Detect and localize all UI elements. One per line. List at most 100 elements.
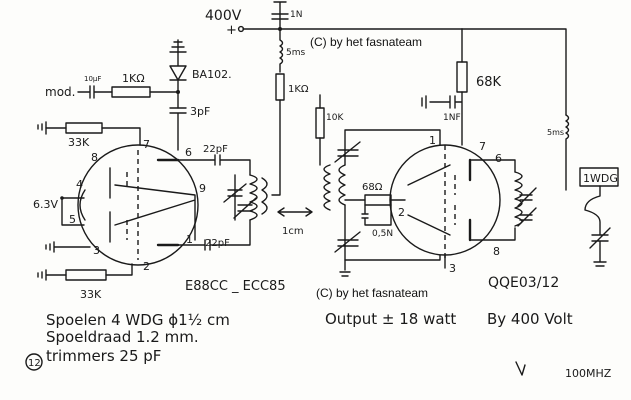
supply-voltage-label: 400V (205, 8, 242, 24)
tube-anodes (156, 158, 180, 247)
wire-to-right-choke (461, 28, 567, 116)
link-coil-left (261, 177, 268, 215)
capacitor-22pf-bottom (177, 219, 251, 251)
ground-symbol (169, 39, 187, 53)
decoupling-cap-label: 1N (290, 10, 302, 20)
mod-input-label: mod. (45, 85, 75, 99)
link-winding-box (579, 167, 619, 187)
note-coils: Spoelen 4 WDG ϕ1½ cm (46, 311, 230, 329)
output-link-trimmer (584, 185, 611, 267)
t1-pin-1: 1 (186, 233, 193, 246)
supply-plus-sign: + (226, 23, 237, 38)
capacitor-22pf-bottom-label: 22pF (205, 238, 230, 249)
choke-right-label: 5ms (547, 128, 564, 137)
right-section: 10K 68Ω 0,5N 2 1 7 6 8 3 68K 1NF (315, 61, 619, 277)
wire-to-pin7 (101, 127, 141, 146)
link-arrow (277, 207, 313, 217)
frequency-label: 100MHZ (565, 367, 612, 380)
tank-coil-right (514, 171, 523, 227)
resistor-1k-feed-label: 1KΩ (288, 84, 309, 95)
choke-left (279, 28, 284, 73)
note-trimmers: trimmers 25 pF (46, 347, 161, 365)
t1-pin-4: 4 (76, 178, 83, 191)
choke-right (565, 114, 570, 191)
t2-pin-1: 1 (429, 134, 436, 147)
note-supply: By 400 Volt (487, 310, 573, 328)
t1-pin-9: 9 (199, 182, 206, 195)
tube-e88cc-envelope (77, 144, 199, 266)
mod-cap-label: 10μF (84, 75, 101, 83)
capacitor-3pf-label: 3pF (190, 105, 210, 118)
t2-pin-2: 2 (398, 206, 405, 219)
link-distance-label: 1cm (282, 226, 304, 237)
feed-wire-to-tank (271, 99, 281, 196)
grid-wire-bottom (344, 204, 441, 261)
trimmer-grid-top (334, 141, 361, 163)
capacitor-1nf (421, 91, 463, 146)
tank-coil-left (249, 174, 258, 221)
ground-symbol (37, 121, 47, 135)
link-section: 1cm (277, 207, 313, 237)
capacitor-05n (361, 204, 392, 226)
t1-pin-7: 7 (143, 138, 150, 151)
t1-pin-5: 5 (69, 213, 76, 226)
resistor-33k-top-label: 33K (68, 136, 90, 149)
t1-pin-8: 8 (91, 151, 98, 164)
t2-pin-3: 3 (449, 262, 456, 275)
t1-pin-6: 6 (185, 146, 192, 159)
capacitor-22pf-top (177, 154, 251, 176)
capacitor-22pf-top-label: 22pF (203, 144, 228, 155)
resistor-68-ohm (364, 194, 392, 206)
resistor-68k-label: 68K (476, 75, 502, 90)
tube-grids (114, 184, 196, 241)
tube2-type-label: QQE03/12 (488, 275, 559, 291)
resistor-1k-mod (111, 86, 151, 98)
grid-coil-right (338, 164, 346, 206)
resistor-33k-bottom (65, 269, 107, 281)
resistor-10k (315, 107, 325, 139)
resistor-33k-top (65, 122, 103, 134)
resistor-1k-feed (275, 73, 285, 101)
resistor-68k (456, 61, 468, 93)
t1-pin-3: 3 (93, 244, 100, 257)
heater-voltage-label: 6.3V (33, 198, 58, 211)
trimmers-output (517, 187, 537, 227)
t2-pin-6: 6 (495, 152, 502, 165)
heater-wires (61, 197, 85, 226)
tube-heater (79, 189, 86, 221)
page-number-circle (25, 353, 43, 371)
t2-pin-7: 7 (479, 140, 486, 153)
trimmer-left-1 (223, 174, 247, 221)
page-number: 12 (28, 358, 41, 369)
left-section: 5ms 1KΩ mod. 10μF 1KΩ BA102. 3pF 33K (33, 28, 309, 301)
tube2-grids (407, 164, 451, 236)
tube1-type-label: E88CC _ ECC85 (185, 279, 286, 294)
cathode-ground-left (45, 241, 91, 253)
capacitor-1nf-label: 1NF (443, 113, 461, 123)
t1-pin-2: 2 (143, 260, 150, 273)
note-output: Output ± 18 watt (325, 310, 456, 328)
junction-dot (60, 196, 64, 200)
pencil-mark (515, 361, 526, 376)
resistor-68-label: 68Ω (362, 182, 383, 193)
diode-label: BA102. (192, 68, 232, 81)
grid-wire-top (344, 129, 441, 166)
ground-symbol (37, 269, 67, 281)
mod-coupling-capacitor (77, 85, 113, 99)
choke-left-label: 5ms (286, 48, 305, 58)
resistor-33k-bottom-label: 33K (80, 288, 102, 301)
capacitor-05n-label: 0,5N (372, 229, 393, 239)
resistor-1k-mod-label: 1KΩ (122, 72, 145, 85)
watermark-top: (C) by het fasnateam (310, 35, 422, 49)
ground-symbol (339, 259, 351, 277)
link-winding-label: 1WDG (583, 172, 618, 185)
varicap-diode (169, 51, 187, 109)
anode-wire-top (469, 159, 516, 173)
wire-to-pin2 (105, 263, 133, 276)
decoupling-capacitor (271, 1, 289, 30)
resistor-10k-label: 10K (326, 113, 344, 123)
link-coil-right (323, 164, 331, 211)
t2-pin-8: 8 (493, 245, 500, 258)
